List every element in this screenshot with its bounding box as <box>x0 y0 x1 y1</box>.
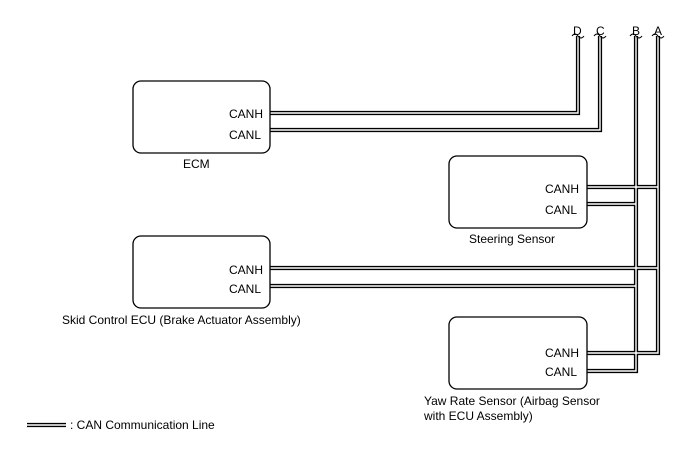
connector-label-a: A <box>654 24 662 38</box>
legend: : CAN Communication Line <box>27 418 215 432</box>
ecm-canh-pin: CANH <box>229 107 263 121</box>
skid-control-ecu-label: Skid Control ECU (Brake Actuator Assembl… <box>62 313 301 327</box>
skid-canl-pin: CANL <box>229 282 261 296</box>
ecm-label: ECM <box>183 157 210 171</box>
connector-label-c: C <box>596 24 605 38</box>
steering-canh-pin: CANH <box>545 182 579 196</box>
steering-sensor-label: Steering Sensor <box>469 232 555 246</box>
steering-sensor-component: CANH CANL Steering Sensor <box>448 155 588 246</box>
yaw-rate-sensor-label-line1: Yaw Rate Sensor (Airbag Sensor <box>424 394 600 408</box>
steering-sensor-box <box>448 155 588 229</box>
yaw-canl-pin: CANL <box>545 365 577 379</box>
steering-canl-pin: CANL <box>545 203 577 217</box>
yaw-canh-pin: CANH <box>545 346 579 360</box>
can-wires-inner <box>270 36 659 372</box>
ecm-box <box>132 80 271 154</box>
legend-label: : CAN Communication Line <box>70 418 215 432</box>
yaw-rate-sensor-component: CANH CANL Yaw Rate Sensor (Airbag Sensor… <box>423 316 600 423</box>
wire-break-marks <box>571 33 665 39</box>
skid-control-ecu-component: CANH CANL Skid Control ECU (Brake Actuat… <box>62 235 301 327</box>
connector-label-b: B <box>632 24 640 38</box>
connector-label-d: D <box>573 24 582 38</box>
skid-control-ecu-box <box>132 235 271 309</box>
yaw-rate-sensor-box <box>448 316 588 390</box>
ecm-canl-pin: CANL <box>229 128 261 142</box>
ecm-component: CANH CANL ECM <box>132 80 271 171</box>
skid-canh-pin: CANH <box>229 263 263 277</box>
yaw-rate-sensor-label-line2: with ECU Assembly) <box>423 409 533 423</box>
